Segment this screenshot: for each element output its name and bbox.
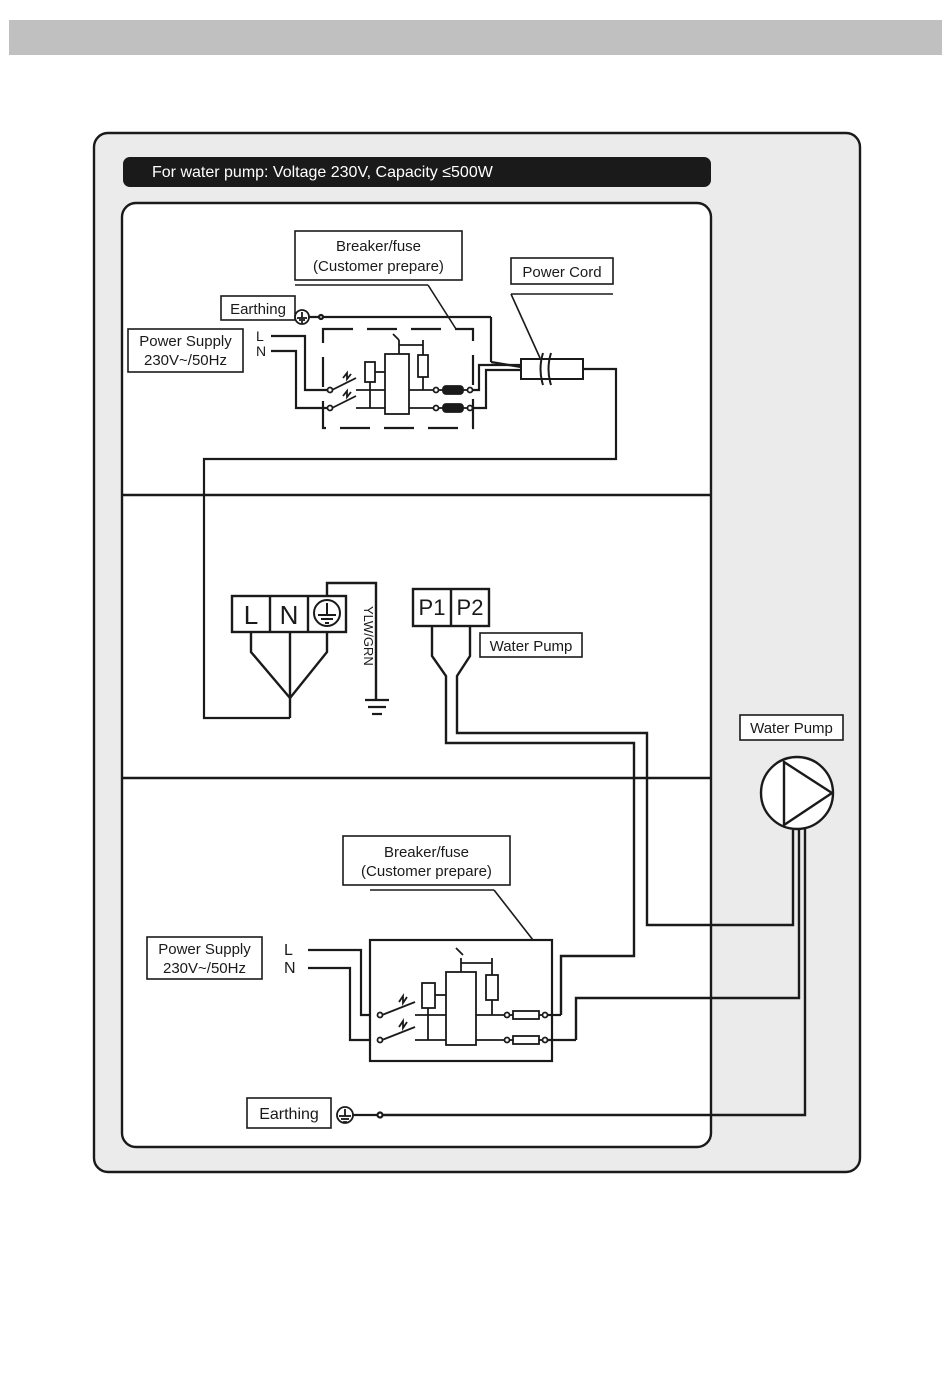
top-supply-label-line2: 230V~/50Hz [144,352,227,369]
top-earthing-label: Earthing [230,301,286,318]
terminal-l-label: L [244,600,258,630]
top-n-label: N [256,343,266,359]
top-earth-terminal-icon [295,310,309,324]
bottom-supply-label-line1: Power Supply [158,941,251,958]
pump-icon [761,757,833,829]
top-breaker-label-line2: (Customer prepare) [313,258,444,275]
bottom-l-label: L [284,942,293,959]
terminal-n-label: N [280,600,299,630]
top-l-label: L [256,328,264,344]
top-supply-label-line1: Power Supply [139,333,232,350]
bottom-supply-label-line2: 230V~/50Hz [163,960,246,977]
bottom-breaker-label-line2: (Customer prepare) [361,863,492,880]
terminal-p1-label: P1 [419,595,446,620]
title-text: For water pump: Voltage 230V, Capacity ≤… [152,164,494,181]
pump-label: Water Pump [750,720,833,737]
terminal-p2-label: P2 [457,595,484,620]
bottom-breaker-label-line1: Breaker/fuse [384,844,469,861]
power-cord-label: Power Cord [522,264,601,281]
bottom-earthing-label: Earthing [259,1106,319,1123]
top-breaker-label-line1: Breaker/fuse [336,238,421,255]
bottom-earth-terminal-icon [337,1107,353,1123]
terminal-earth-icon [314,600,340,626]
bottom-n-label: N [284,960,296,977]
middle-water-pump-label: Water Pump [490,638,573,655]
header-bar [9,20,942,55]
wire-color-label: YLW/GRN [361,606,376,666]
